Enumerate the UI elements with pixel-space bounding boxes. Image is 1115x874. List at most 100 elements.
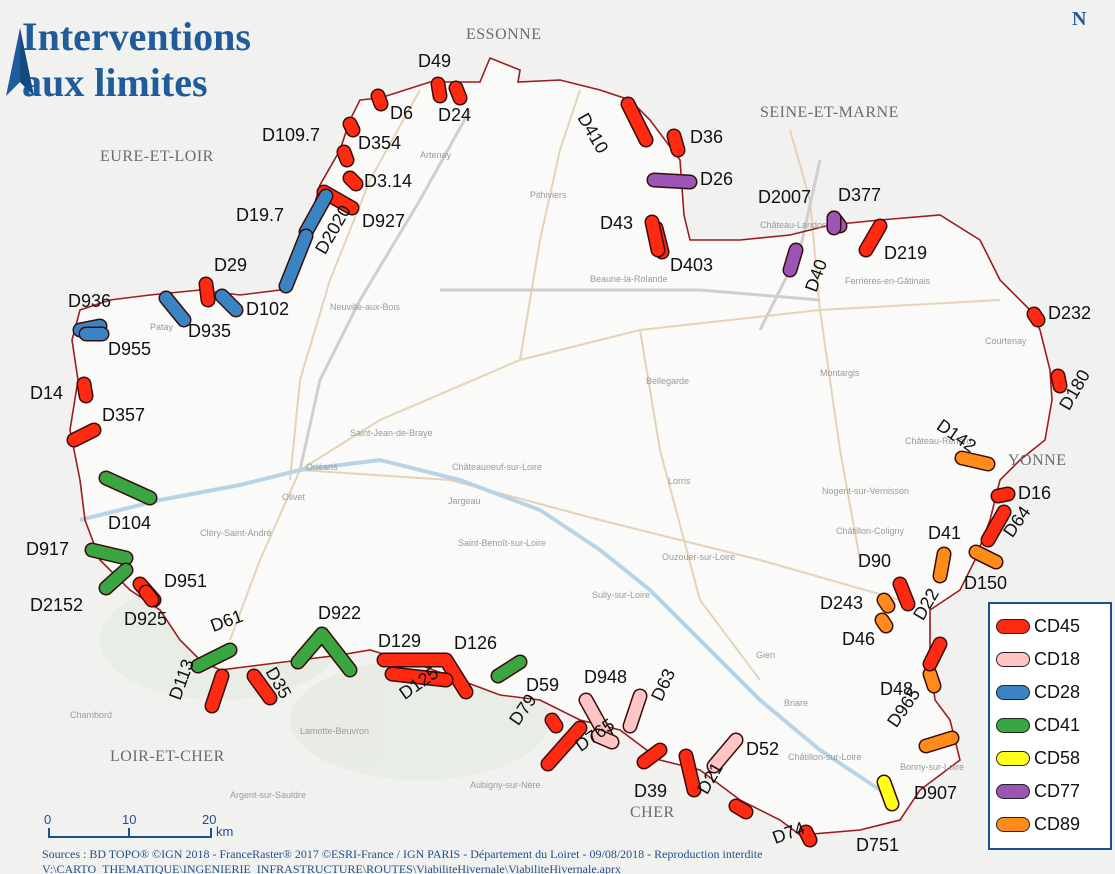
- road-label-d109-7: D109.7: [262, 125, 321, 145]
- department-label-yonne: YONNE: [1008, 452, 1067, 469]
- road-label-d751: D751: [856, 835, 900, 855]
- road-segment-d126: [492, 656, 526, 682]
- file-path-text: V:\CARTO_THEMATIQUE\INGENIERIE_INFRASTRU…: [42, 862, 621, 874]
- road-segment-d243: [878, 594, 894, 612]
- scale-bar: 0 10 20 km: [44, 812, 244, 842]
- town-label: Saint-Benoît-sur-Loire: [458, 538, 547, 548]
- legend-item-cd77: CD77: [996, 775, 1104, 808]
- road-segment-d59: [546, 714, 562, 732]
- scale-label: 10: [122, 812, 137, 827]
- road-segment-d354: [338, 146, 353, 166]
- road-segment-d965: [920, 732, 958, 752]
- road-label-d907: D907: [914, 783, 958, 803]
- road-label-d951: D951: [164, 571, 208, 591]
- road-label-d104: D104: [108, 513, 152, 533]
- town-label: Neuville-aux-Bois: [330, 302, 401, 312]
- town-label: Artenay: [420, 150, 452, 160]
- town-label: Saint-Jean-de-Braye: [350, 428, 433, 438]
- road-segment-d907: [878, 776, 898, 810]
- department-label-cher: CHER: [630, 804, 675, 821]
- road-label-d377: D377: [838, 185, 882, 205]
- scale-line: [48, 836, 212, 838]
- legend-swatch: [996, 718, 1030, 733]
- town-label: Beaune-la-Rolande: [590, 274, 668, 284]
- legend-item-cd45: CD45: [996, 610, 1104, 643]
- legend-label: CD41: [1034, 715, 1081, 735]
- scale-label: 0: [44, 812, 52, 827]
- road-segment-d29: [200, 278, 214, 306]
- map-title-line2: aux limites: [22, 60, 208, 105]
- road-segment-d935: [160, 292, 190, 326]
- road-segment-d357: [68, 424, 100, 446]
- road-label-d917: D917: [26, 539, 70, 559]
- road-segment-d219: [860, 220, 886, 256]
- road-segment-d129: [378, 654, 472, 698]
- road-label-d48: D48: [880, 679, 914, 699]
- road-label-d52: D52: [746, 739, 780, 759]
- road-segment-d24: [450, 82, 466, 104]
- legend-label: CD89: [1034, 814, 1081, 834]
- road-label-d6: D6: [390, 103, 414, 123]
- road-segment-d61: [192, 644, 236, 672]
- road-segment-d52: [708, 734, 742, 772]
- road-segment-d41: [934, 548, 950, 582]
- town-label: Courtenay: [985, 336, 1027, 346]
- legend-swatch: [996, 652, 1030, 667]
- town-label: Château-Landon: [760, 220, 828, 230]
- town-label: Montargis: [820, 368, 860, 378]
- road-label-d39: D39: [634, 781, 668, 801]
- road-segment-d2152: [100, 564, 132, 594]
- road-segment-d64: [982, 506, 1010, 546]
- road-segment-d14: [78, 378, 92, 402]
- road-label-d19-7: D19.7: [236, 205, 285, 225]
- road-label-d46: D46: [842, 629, 876, 649]
- road-label-d925: D925: [124, 609, 168, 629]
- road-label-d3-14: D3.14: [364, 171, 413, 191]
- road-segment-d36: [668, 130, 684, 156]
- road-segment-d180: [1052, 370, 1066, 392]
- road-label-d24: D24: [438, 105, 472, 125]
- town-label: Pithiviers: [530, 190, 567, 200]
- town-label: Lorris: [668, 476, 691, 486]
- town-label: Ouzouer-sur-Loire: [662, 552, 736, 562]
- legend-label: CD45: [1034, 616, 1081, 636]
- north-label: N: [1072, 8, 1087, 30]
- town-label: Briare: [784, 698, 809, 708]
- department-label-loir-et-cher: LOIR-ET-CHER: [110, 748, 225, 765]
- road-label-d41: D41: [928, 523, 962, 543]
- town-label: Ferrières-en-Gâtinais: [845, 276, 931, 286]
- road-segment-d232: [1028, 308, 1044, 326]
- road-segment-d26: [648, 174, 696, 188]
- department-border: [69, 56, 1053, 836]
- department-label-seine-et-marne: SEINE-ET-MARNE: [760, 104, 899, 121]
- scale-tick: [48, 828, 50, 838]
- road-label-d2152: D2152: [30, 595, 84, 615]
- town-label: Patay: [150, 322, 174, 332]
- legend-item-cd18: CD18: [996, 643, 1104, 676]
- road-label-d922: D922: [318, 603, 362, 623]
- road-segment-d22: [924, 638, 946, 670]
- road-label-d219: D219: [884, 243, 928, 263]
- road-label-d90: D90: [858, 551, 892, 571]
- road-label-d927: D927: [362, 211, 406, 231]
- road-segment-d16: [992, 488, 1014, 502]
- town-label: Château-Renard: [905, 436, 972, 446]
- road-segment-d104: [100, 472, 156, 504]
- road-segment-d922: [292, 628, 356, 676]
- sources-text: Sources : BD TOPO® ©IGN 2018 - FranceRas…: [42, 847, 763, 861]
- town-label: Cléry-Saint-André: [200, 528, 272, 538]
- road-label-d29: D29: [214, 255, 248, 275]
- road-segment-d109-7: [344, 118, 359, 136]
- road-label-d232: D232: [1048, 303, 1092, 323]
- road-segment-d917: [86, 544, 132, 564]
- map-title-line1: Interventions: [22, 14, 251, 59]
- town-label: Châtillon-sur-Loire: [788, 752, 862, 762]
- road-segment-d49: [432, 78, 446, 102]
- road-segment-d74: [730, 800, 752, 818]
- legend-label: CD58: [1034, 748, 1081, 768]
- road-segment-d48: [924, 668, 940, 692]
- town-label: Bonny-sur-Loire: [900, 762, 965, 772]
